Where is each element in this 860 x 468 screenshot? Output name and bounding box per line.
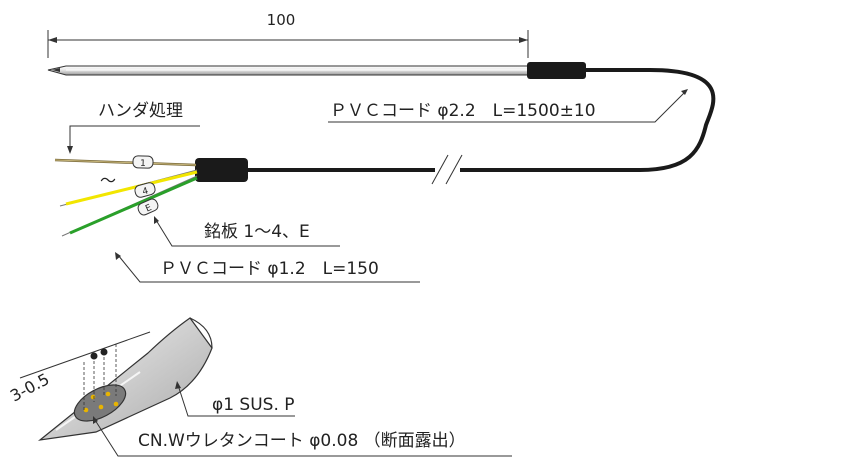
svg-text:ＰＶＣコード φ1.2 L=150: ＰＶＣコード φ1.2 L=150 bbox=[160, 259, 379, 279]
svg-text:1: 1 bbox=[140, 159, 146, 169]
main-cable bbox=[195, 62, 716, 185]
label-main-cord: ＰＶＣコード φ2.2 L=1500±10 bbox=[328, 89, 688, 123]
label-nameplate: 銘板 1～4、E bbox=[154, 216, 340, 247]
label-sus: φ1 SUS. P bbox=[175, 381, 295, 417]
dimension-value: 100 bbox=[267, 11, 296, 29]
cable-junction bbox=[195, 158, 248, 182]
lead-wires: ～ bbox=[54, 158, 198, 237]
wire-dot bbox=[83, 407, 89, 413]
probe-needle bbox=[47, 65, 531, 76]
marker-4: 4 bbox=[134, 182, 156, 198]
svg-text:φ1 SUS. P: φ1 SUS. P bbox=[212, 395, 295, 415]
lead-wire-4 bbox=[65, 170, 198, 206]
dimension-100: 100 bbox=[47, 11, 529, 58]
label-lead-cord: ＰＶＣコード φ1.2 L=150 bbox=[115, 252, 420, 283]
marker-e: E bbox=[137, 198, 159, 216]
cross-section-face bbox=[73, 384, 127, 422]
probe-sleeve bbox=[527, 62, 586, 79]
wave-mark: ～ bbox=[100, 171, 116, 190]
marker-1: 1 bbox=[132, 155, 154, 169]
wire-dot bbox=[98, 404, 104, 410]
probe-tip-detail: 3-0.5 bbox=[7, 317, 213, 441]
svg-text:4: 4 bbox=[141, 186, 149, 197]
wire-dot bbox=[90, 394, 96, 400]
svg-text:E: E bbox=[144, 203, 154, 215]
svg-text:ハンダ処理: ハンダ処理 bbox=[98, 101, 183, 121]
lead-wire-e bbox=[69, 176, 198, 235]
svg-text:ＰＶＣコード φ2.2 L=1500±10: ＰＶＣコード φ2.2 L=1500±10 bbox=[330, 101, 596, 121]
label-wire: CN.Wウレタンコート φ0.08 （断面露出） bbox=[93, 416, 512, 457]
wire-dot bbox=[105, 391, 111, 397]
label-solder: ハンダ処理 bbox=[67, 101, 200, 154]
svg-text:銘板 1～4、E: 銘板 1～4、E bbox=[204, 222, 310, 242]
wire-dot bbox=[113, 401, 119, 407]
svg-text:CN.Wウレタンコート φ0.08 （断面露出）: CN.Wウレタンコート φ0.08 （断面露出） bbox=[138, 431, 466, 451]
